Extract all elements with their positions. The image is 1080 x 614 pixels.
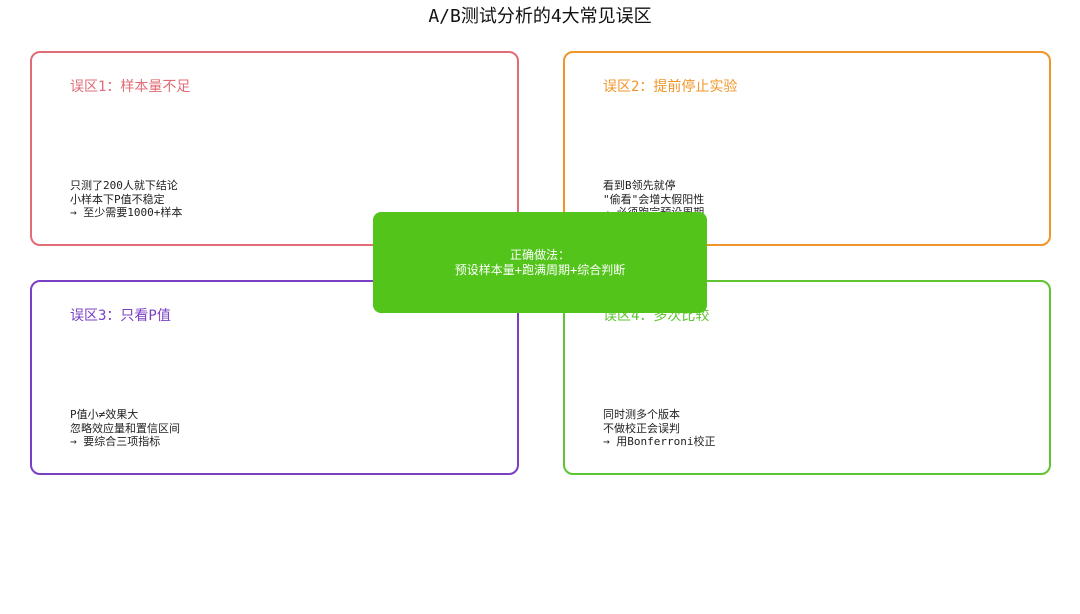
pitfall-line: P值小≠效果大 [70,408,139,421]
pitfall-line: → 至少需要1000+样本 [70,206,183,219]
pitfall-description: 只测了200人就下结论 小样本下P值不稳定 → 至少需要1000+样本 [70,179,182,220]
pitfall-line: 不做校正会误判 [603,421,680,435]
pitfall-title: 误区1：样本量不足 [70,79,191,95]
pitfall-line: 看到B领先就停 [603,179,676,192]
pitfall-description: 同时测多个版本 不做校正会误判 → 用Bonferroni校正 [603,408,715,449]
pitfall-line: "偷看"会增大假阳性 [603,192,705,206]
pitfall-line: → 要综合三项指标 [70,435,161,448]
correct-approach-text: 预设样本量+跑满周期+综合判断 [454,262,626,277]
diagram-title: A/B测试分析的4大常见误区 [428,6,652,27]
pitfall-title: 误区3：只看P值 [70,308,171,324]
pitfall-line: → 用Bonferroni校正 [603,435,716,448]
pitfall-title: 误区2：提前停止实验 [603,79,738,95]
correct-approach-heading: 正确做法： [509,247,570,262]
pitfall-description: P值小≠效果大 忽略效应量和置信区间 → 要综合三项指标 [70,408,180,449]
pitfall-card-1: 误区1：样本量不足 只测了200人就下结论 小样本下P值不稳定 → 至少需要10… [30,51,519,246]
pitfall-line: 小样本下P值不稳定 [70,192,165,206]
correct-approach-box: 正确做法： 预设样本量+跑满周期+综合判断 [373,212,707,313]
pitfall-line: 忽略效应量和置信区间 [70,421,180,435]
pitfall-line: 同时测多个版本 [603,408,680,421]
pitfall-line: 只测了200人就下结论 [70,179,178,192]
